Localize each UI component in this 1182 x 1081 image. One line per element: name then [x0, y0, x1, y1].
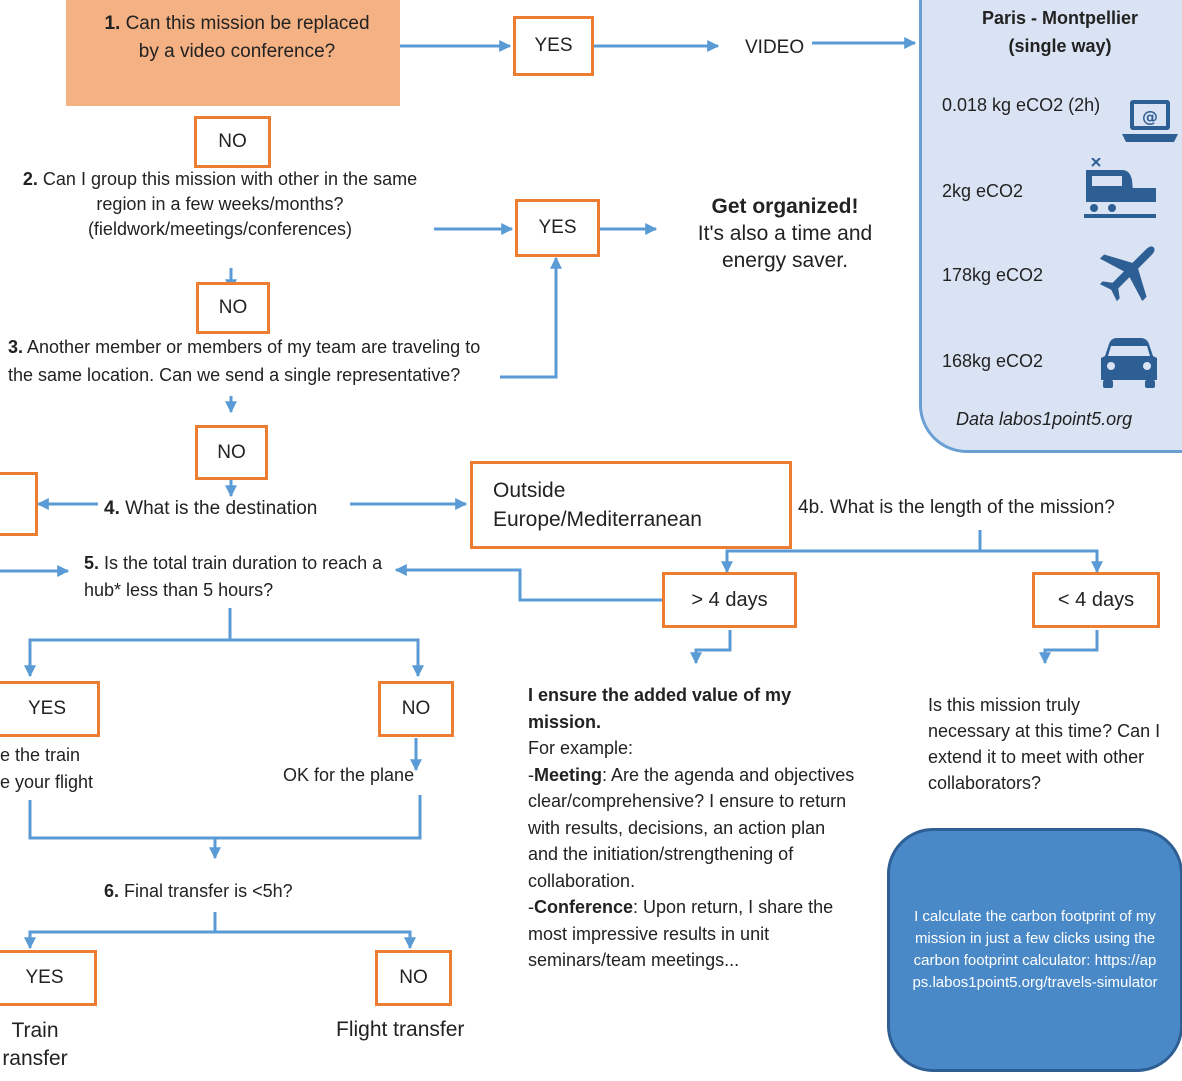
laptop-icon: @ — [1118, 96, 1182, 161]
panel-row-car-value: 168kg eCO2 — [942, 351, 1044, 371]
panel-row-laptop-value: 0.018 kg eCO2 (2h) — [942, 95, 1101, 115]
yes-box-3: YES — [0, 681, 100, 737]
flight-transfer-text: Flight transfer — [336, 1018, 465, 1041]
no-box-4: NO — [378, 681, 454, 737]
no-box-2: NO — [196, 282, 270, 334]
no-box-1: NO — [194, 116, 271, 168]
train-flight-text: e the train e your flight — [0, 745, 94, 792]
video-label: VIDEO — [745, 37, 805, 58]
ok-plane-text: OK for the plane — [283, 765, 415, 785]
outside-europe-box: Outside Europe/Mediterranean — [470, 461, 792, 549]
calculator-text: I calculate the carbon footprint of my m… — [912, 908, 1158, 991]
question-3-text: 3. Another member or members of my team … — [8, 337, 481, 385]
question-2-text: 2. Can I group this mission with other i… — [22, 169, 418, 239]
question-1-box — [66, 0, 400, 106]
yes-box-1: YES — [513, 16, 594, 76]
car-icon — [1097, 336, 1161, 397]
calculator-box: I calculate the carbon footprint of my m… — [887, 828, 1182, 1072]
question-4b-text: 4b. What is the length of the mission? — [798, 497, 1115, 518]
less-than-4-days-box: < 4 days — [1032, 572, 1160, 628]
plane-icon — [1097, 236, 1165, 309]
get-organized-text: Get organized!It's also a time and energ… — [697, 195, 873, 272]
question-6-text: 6. Final transfer is <5h? — [104, 881, 293, 901]
europe-box-partial — [0, 472, 38, 536]
svg-text:@: @ — [1142, 107, 1158, 126]
panel-row-train-value: 2kg eCO2 — [942, 181, 1024, 201]
train-transfer-text: Train ransfer — [2, 1019, 68, 1070]
no-box-5: NO — [375, 950, 452, 1006]
yes-box-2: YES — [515, 199, 600, 257]
panel-source: Data labos1point5.org — [956, 409, 1133, 429]
panel-title: Paris - Montpellier (single way) — [981, 8, 1139, 56]
necessary-text: Is this mission truly necessary at this … — [928, 695, 1161, 793]
panel-row-plane-value: 178kg eCO2 — [942, 265, 1044, 285]
more-than-4-days-box: > 4 days — [662, 572, 797, 628]
question-1-text: 1. Can this mission be replaced by a vid… — [104, 13, 370, 62]
yes-box-4: YES — [0, 950, 97, 1006]
question-5-text: 5. Is the total train duration to reach … — [84, 553, 383, 600]
question-4-text: 4. What is the destination — [104, 498, 318, 519]
added-value-text: I ensure the added value of my mission. … — [528, 685, 855, 970]
no-box-3: NO — [195, 425, 268, 480]
train-icon — [1082, 157, 1158, 225]
